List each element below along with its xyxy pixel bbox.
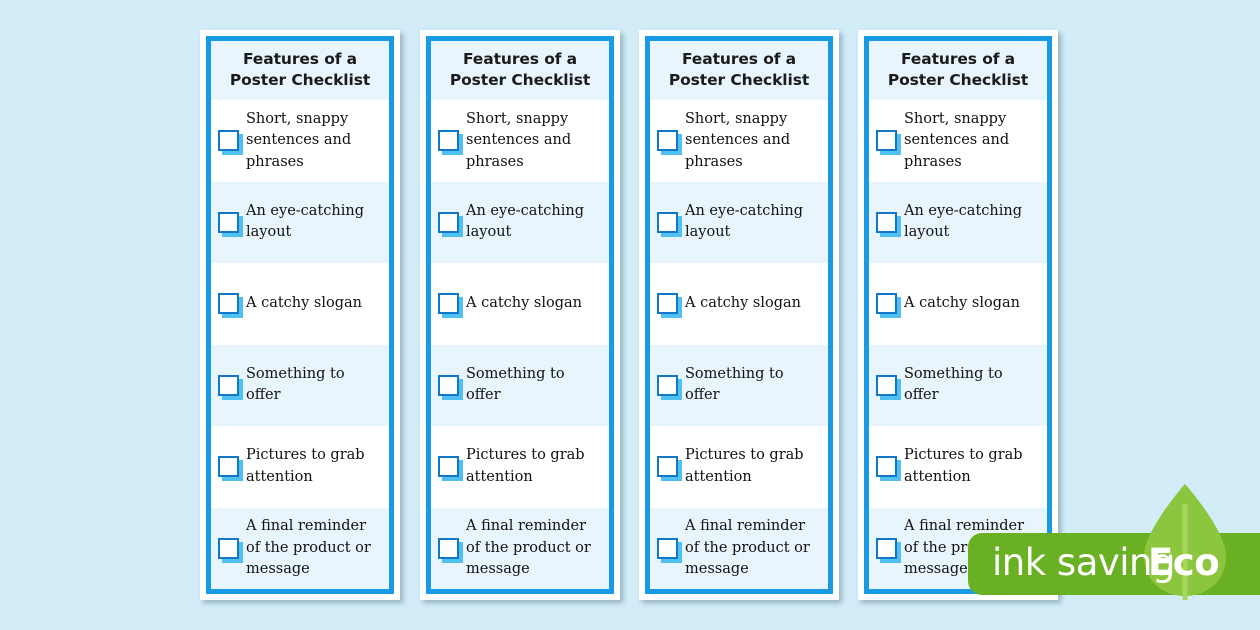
checklist-row-label: Short, snappy sentences and phrases — [685, 110, 791, 170]
checklist-card-inner: Features of a Poster Checklist Short, sn… — [426, 36, 614, 594]
card-title-line-2: Poster Checklist — [668, 71, 810, 89]
checkbox-icon[interactable] — [657, 374, 678, 396]
checkbox-icon[interactable] — [876, 456, 897, 478]
checklist-row-label: Something to offer — [685, 365, 784, 404]
checklist-card-inner: Features of a Poster Checklist Short, sn… — [206, 36, 394, 594]
checkbox-icon[interactable] — [438, 130, 459, 152]
checklist-row-label: Short, snappy sentences and phrases — [246, 110, 352, 170]
checklist-card: Features of a Poster Checklist Short, sn… — [858, 30, 1058, 600]
checkbox-icon[interactable] — [438, 456, 459, 478]
checklist-row-label: Short, snappy sentences and phrases — [466, 110, 572, 170]
card-title-line-1: Features of a — [681, 50, 797, 68]
checkbox-icon[interactable] — [438, 374, 459, 396]
checklist-row[interactable]: A final reminder of the product or messa… — [869, 507, 1047, 589]
checkbox-icon[interactable] — [657, 130, 678, 152]
checklist-card-inner: Features of a Poster Checklist Short, sn… — [645, 36, 833, 594]
card-header: Features of a Poster Checklist — [211, 41, 389, 100]
checklist-row-label: An eye-catching layout — [246, 202, 364, 241]
checklist-row-label: Pictures to grab attention — [246, 447, 365, 485]
checklist-row[interactable]: A final reminder of the product or messa… — [211, 507, 389, 589]
checklist-card: Features of a Poster Checklist Short, sn… — [200, 30, 400, 600]
checklist-row[interactable]: Pictures to grab attention — [650, 426, 828, 508]
checkbox-icon[interactable] — [876, 130, 897, 152]
checklist-row[interactable]: Pictures to grab attention — [211, 426, 389, 508]
checkbox-icon[interactable] — [876, 537, 897, 559]
checklist-row[interactable]: Short, snappy sentences and phrases — [650, 100, 828, 182]
checklist-row[interactable]: A catchy slogan — [650, 263, 828, 345]
checklist-row-label: A catchy slogan — [904, 295, 1021, 311]
checkbox-icon[interactable] — [657, 293, 678, 315]
checklist-row[interactable]: A catchy slogan — [431, 263, 609, 345]
checklist-row-label: Something to offer — [466, 365, 565, 404]
checklist-row-label: Pictures to grab attention — [904, 447, 1023, 485]
checkbox-icon[interactable] — [657, 537, 678, 559]
checklist-row[interactable]: An eye-catching layout — [869, 181, 1047, 263]
checklist-card: Features of a Poster Checklist Short, sn… — [420, 30, 620, 600]
card-title-line-1: Features of a — [242, 50, 358, 68]
checklist-row-label: Something to offer — [246, 365, 345, 404]
checkbox-icon[interactable] — [218, 537, 239, 559]
checklist-rows: Short, snappy sentences and phrases An e… — [869, 100, 1047, 589]
checklist-row[interactable]: Short, snappy sentences and phrases — [431, 100, 609, 182]
checklist-row[interactable]: Something to offer — [650, 344, 828, 426]
checkbox-icon[interactable] — [438, 537, 459, 559]
checklist-row[interactable]: Something to offer — [431, 344, 609, 426]
checklist-row[interactable]: A catchy slogan — [869, 263, 1047, 345]
checklist-rows: Short, snappy sentences and phrases An e… — [431, 100, 609, 589]
checklist-row-label: A catchy slogan — [246, 295, 363, 311]
checklist-row[interactable]: Short, snappy sentences and phrases — [869, 100, 1047, 182]
checklist-row-label: Pictures to grab attention — [466, 447, 585, 485]
checklist-row[interactable]: A catchy slogan — [211, 263, 389, 345]
checklist-row[interactable]: An eye-catching layout — [211, 181, 389, 263]
checklist-row[interactable]: Pictures to grab attention — [869, 426, 1047, 508]
card-title-line-2: Poster Checklist — [229, 71, 371, 89]
checklist-row[interactable]: Pictures to grab attention — [431, 426, 609, 508]
checklist-card: Features of a Poster Checklist Short, sn… — [639, 30, 839, 600]
checklist-row[interactable]: An eye-catching layout — [650, 181, 828, 263]
checkbox-icon[interactable] — [218, 293, 239, 315]
checkbox-icon[interactable] — [218, 130, 239, 152]
checklist-row-label: An eye-catching layout — [685, 202, 803, 241]
checklist-row[interactable]: Short, snappy sentences and phrases — [211, 100, 389, 182]
card-header: Features of a Poster Checklist — [431, 41, 609, 100]
checkbox-icon[interactable] — [657, 456, 678, 478]
checklist-card-inner: Features of a Poster Checklist Short, sn… — [864, 36, 1052, 594]
checkbox-icon[interactable] — [218, 374, 239, 396]
checkbox-icon[interactable] — [657, 211, 678, 233]
checklist-row-label: Short, snappy sentences and phrases — [904, 110, 1010, 170]
checkbox-icon[interactable] — [876, 374, 897, 396]
checklist-row[interactable]: A final reminder of the product or messa… — [650, 507, 828, 589]
checklist-rows: Short, snappy sentences and phrases An e… — [211, 100, 389, 589]
checklist-row-label: An eye-catching layout — [904, 202, 1022, 241]
checklist-row[interactable]: An eye-catching layout — [431, 181, 609, 263]
card-title-line-2: Poster Checklist — [887, 71, 1029, 89]
checklist-row-label: A final reminder of the product or messa… — [685, 518, 810, 577]
checklist-row[interactable]: Something to offer — [869, 344, 1047, 426]
checkbox-icon[interactable] — [438, 293, 459, 315]
checklist-rows: Short, snappy sentences and phrases An e… — [650, 100, 828, 589]
checklist-row-label: A catchy slogan — [466, 295, 583, 311]
checklist-row-label: An eye-catching layout — [466, 202, 584, 241]
checklist-row-label: Something to offer — [904, 365, 1003, 404]
checkbox-icon[interactable] — [218, 456, 239, 478]
checklist-row[interactable]: Something to offer — [211, 344, 389, 426]
card-title-line-2: Poster Checklist — [449, 71, 591, 89]
checkbox-icon[interactable] — [876, 293, 897, 315]
checkbox-icon[interactable] — [438, 211, 459, 233]
card-title-line-1: Features of a — [462, 50, 578, 68]
card-header: Features of a Poster Checklist — [869, 41, 1047, 100]
card-header: Features of a Poster Checklist — [650, 41, 828, 100]
checklist-row[interactable]: A final reminder of the product or messa… — [431, 507, 609, 589]
checklist-row-label: A final reminder of the product or messa… — [904, 518, 1029, 577]
card-title-line-1: Features of a — [900, 50, 1016, 68]
checklist-row-label: A final reminder of the product or messa… — [246, 518, 371, 577]
checkbox-icon[interactable] — [218, 211, 239, 233]
checklist-row-label: Pictures to grab attention — [685, 447, 804, 485]
checkbox-icon[interactable] — [876, 211, 897, 233]
checklist-row-label: A final reminder of the product or messa… — [466, 518, 591, 577]
checklist-row-label: A catchy slogan — [685, 295, 802, 311]
